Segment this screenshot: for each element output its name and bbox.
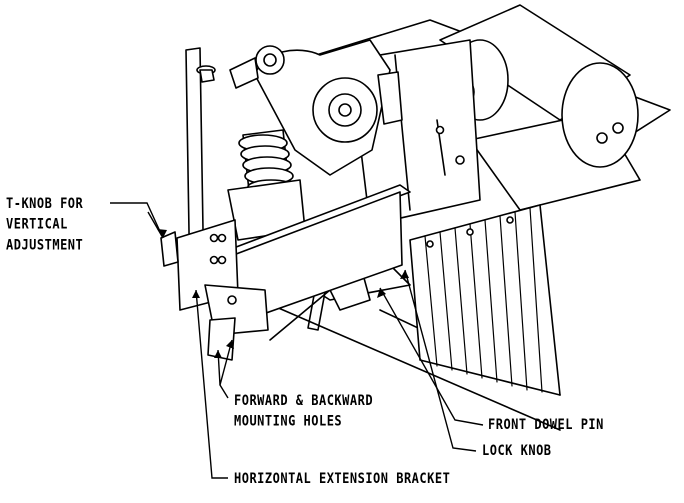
t-knob-label: T-KNOB FOR VERTICAL ADJUSTMENT xyxy=(6,193,83,255)
extension-bracket-label-text: HORIZONTAL EXTENSION BRACKET xyxy=(234,470,451,487)
lock-knob-label: LOCK KNOB xyxy=(482,440,552,461)
extension-bracket-label: HORIZONTAL EXTENSION BRACKET xyxy=(234,468,450,489)
mounting-holes-label-line-2: MOUNTING HOLES xyxy=(234,413,343,430)
lock-knob-leader xyxy=(404,269,477,452)
bellows xyxy=(409,204,561,396)
front-dowel-pin-label: FRONT DOWEL PIN xyxy=(488,414,604,435)
lock-knob-label-text: LOCK KNOB xyxy=(482,442,552,459)
t-knob-label-line-1: T-KNOB FOR xyxy=(6,195,84,212)
gear-housing xyxy=(229,39,403,176)
t-knob-leader xyxy=(110,202,164,239)
mounting-holes-label: FORWARD & BACKWARD MOUNTING HOLES xyxy=(234,390,373,431)
mounting-holes-label-line-1: FORWARD & BACKWARD xyxy=(234,392,374,409)
front-dowel-pin-label-text: FRONT DOWEL PIN xyxy=(488,416,604,433)
t-knob-label-line-3: ADJUSTMENT xyxy=(6,236,84,253)
arrow-heads xyxy=(157,229,409,358)
mounting-block xyxy=(204,284,269,361)
extension-bracket-leader xyxy=(195,289,228,479)
t-knob-label-line-2: VERTICAL xyxy=(6,216,68,233)
front-dowel-pin-leader xyxy=(379,287,484,426)
